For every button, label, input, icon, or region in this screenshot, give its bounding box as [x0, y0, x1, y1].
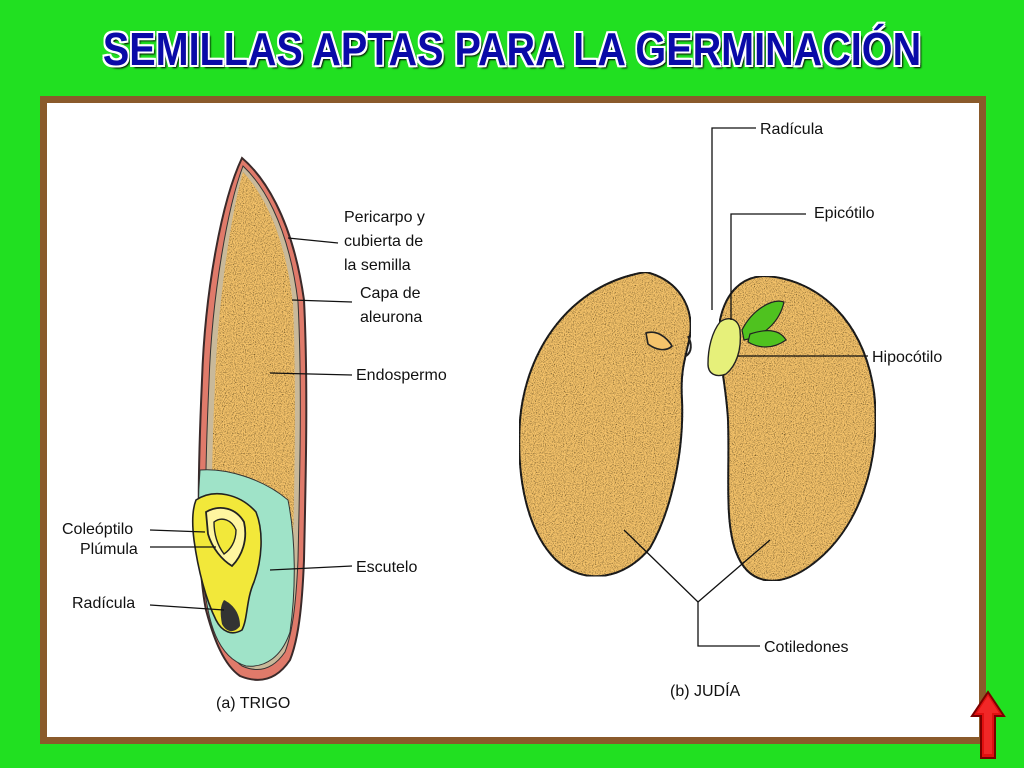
- page-title: SEMILLAS APTAS PARA LA GERMINACIÓN: [102, 23, 922, 75]
- wheat-grain: [191, 156, 308, 681]
- wheat-label-coleoptile: Coleóptilo: [62, 521, 133, 538]
- wheat-caption: (a) TRIGO: [216, 695, 290, 712]
- bean-label-cotyledons: Cotiledones: [764, 639, 849, 656]
- wheat-label-scutellum: Escutelo: [356, 559, 417, 576]
- diagram-panel: Pericarpo y cubierta de la semilla Capa …: [47, 103, 979, 737]
- bean-label-radicle: Radícula: [760, 121, 823, 138]
- wheat-leader-lines: [149, 237, 353, 611]
- diagram-frame: Pericarpo y cubierta de la semilla Capa …: [40, 96, 986, 744]
- wheat-radicle-tip: [220, 600, 240, 632]
- bean-label-epicotyl: Epicótilo: [814, 205, 875, 222]
- wheat-label-pericarp-2: cubierta de: [344, 233, 423, 250]
- wheat-label-pericarp-3: la semilla: [344, 257, 411, 274]
- wheat-label-radicle: Radícula: [72, 595, 135, 612]
- wheat-plumule: [213, 518, 237, 555]
- bean-left-cotyledon: [518, 270, 692, 578]
- bean-caption: (b) JUDÍA: [670, 681, 741, 700]
- bean-label-hypocotyl: Hipocótilo: [872, 349, 942, 366]
- seed-diagram: Pericarpo y cubierta de la semilla Capa …: [62, 121, 942, 712]
- wheat-label-aleurone-2: aleurona: [360, 309, 422, 326]
- wheat-label-pericarp-1: Pericarpo y: [344, 209, 425, 226]
- red-up-arrow-icon[interactable]: [970, 690, 1006, 760]
- wheat-label-endosperm: Endospermo: [356, 367, 447, 384]
- wheat-label-aleurone-1: Capa de: [360, 285, 421, 302]
- bean-embryo-axis: [707, 300, 787, 377]
- bean-right-cotyledon: [718, 274, 877, 582]
- bean-leader-lines: [623, 127, 868, 647]
- wheat-label-plumule: Plúmula: [80, 541, 138, 558]
